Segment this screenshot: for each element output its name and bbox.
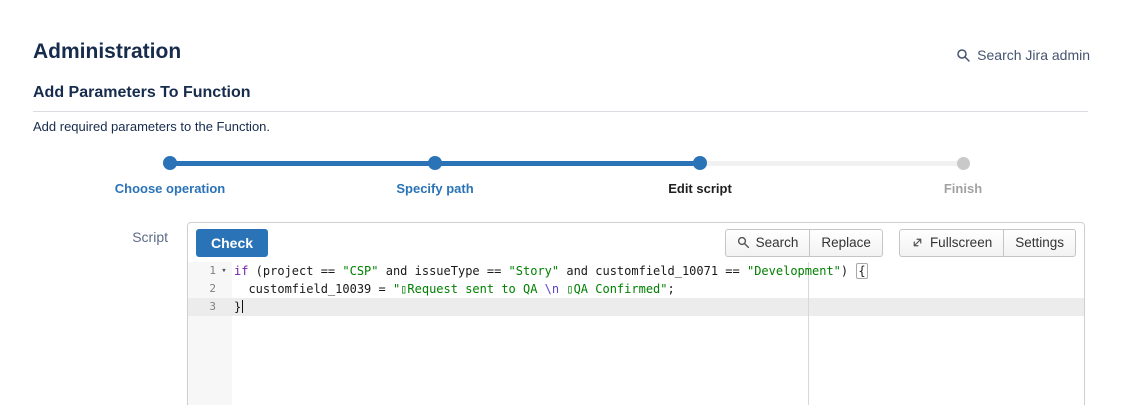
fullscreen-button-label: Fullscreen xyxy=(929,235,993,250)
step-dot-edit-script[interactable] xyxy=(693,156,707,170)
step-label-specify-path[interactable]: Specify path xyxy=(396,181,474,196)
progress-stepper: Choose operation Specify path Edit scrip… xyxy=(33,150,1088,202)
fold-spacer xyxy=(216,280,232,298)
script-field-label: Script xyxy=(132,229,168,245)
code-text[interactable]: customfield_10039 = "▯Request sent to QA… xyxy=(234,282,675,296)
code-text[interactable]: if (project == "CSP" and issueType == "S… xyxy=(234,263,868,279)
admin-search[interactable]: Search Jira admin xyxy=(956,47,1090,63)
code-line[interactable]: 1 ▾ if (project == "CSP" and issueType == … xyxy=(188,262,1084,280)
search-icon xyxy=(737,236,750,249)
search-button[interactable]: Search xyxy=(724,228,811,257)
step-label-finish: Finish xyxy=(943,181,983,196)
code-editor[interactable]: 1 ▾ if (project == "CSP" and issueType == … xyxy=(188,262,1084,405)
column-ruler xyxy=(808,262,809,405)
search-icon xyxy=(956,48,971,63)
search-button-label: Search xyxy=(755,235,799,250)
replace-button[interactable]: Replace xyxy=(809,228,883,257)
fold-caret-down-icon[interactable]: ▾ xyxy=(221,266,227,276)
fullscreen-button[interactable]: Fullscreen xyxy=(898,228,1005,257)
section-description: Add required parameters to the Function. xyxy=(33,119,271,134)
line-number-gutter xyxy=(188,262,232,405)
step-dot-specify-path[interactable] xyxy=(428,156,442,170)
line-number: 2 xyxy=(209,282,216,295)
step-dot-choose-operation[interactable] xyxy=(163,156,177,170)
step-label-choose-operation[interactable]: Choose operation xyxy=(114,181,226,196)
editor-toolbar: Check Search Replace xyxy=(188,223,1084,262)
text-cursor xyxy=(242,300,244,313)
section-heading: Add Parameters To Function xyxy=(33,84,1088,112)
settings-button-label: Settings xyxy=(1015,235,1064,250)
admin-search-label: Search Jira admin xyxy=(977,47,1090,63)
code-lines: 1 ▾ if (project == "CSP" and issueType == … xyxy=(188,262,1084,316)
code-line[interactable]: 3} xyxy=(188,298,1084,316)
search-replace-group: Search Replace xyxy=(724,228,883,257)
line-number: 3 xyxy=(209,300,216,313)
check-button[interactable]: Check xyxy=(196,228,269,257)
script-editor-panel: Check Search Replace xyxy=(187,222,1085,405)
replace-button-label: Replace xyxy=(821,235,871,250)
step-dot-finish xyxy=(957,157,970,170)
fullscreen-settings-group: Fullscreen Settings xyxy=(898,228,1076,257)
step-label-edit-script: Edit script xyxy=(668,181,732,196)
fullscreen-expand-icon xyxy=(911,236,924,249)
settings-button[interactable]: Settings xyxy=(1003,228,1076,257)
code-line[interactable]: 2 customfield_10039 = "▯Request sent to … xyxy=(188,280,1084,298)
code-text[interactable]: } xyxy=(234,300,244,314)
page-title: Administration xyxy=(33,40,182,63)
line-number: 1 xyxy=(209,264,216,277)
fold-spacer xyxy=(216,298,232,316)
editor-toolbar-right: Search Replace Fullscreen Settings xyxy=(724,228,1076,257)
